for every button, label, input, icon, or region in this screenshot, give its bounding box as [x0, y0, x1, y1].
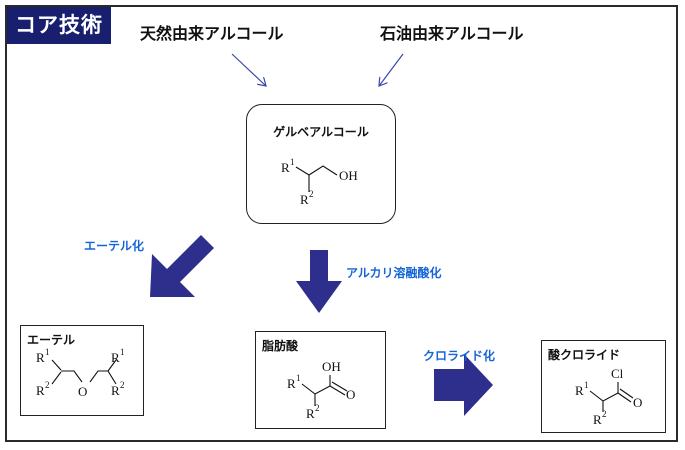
guerbet-alcohol-box: ゲルベアルコール	[246, 104, 396, 224]
ether-box: エーテル	[20, 325, 144, 416]
ether-right-bonds	[89, 359, 117, 385]
source-natural-label: 天然由来アルコール	[140, 24, 284, 43]
atom-o: O	[633, 395, 642, 410]
acid-chloride-box: 酸クロライド	[541, 340, 666, 433]
atom-r2b: R	[111, 383, 120, 398]
atom-r2: R	[593, 412, 602, 427]
atom-r2b-sup: 2	[120, 380, 125, 390]
atom-r1-sup: 1	[290, 157, 295, 167]
atom-r2-sup: 2	[309, 189, 314, 199]
etherification-arrow	[150, 235, 214, 297]
bond-chain	[589, 390, 619, 412]
bond-r1	[295, 166, 310, 176]
etherification-label: エーテル化	[84, 239, 145, 253]
chloride-arrow	[434, 354, 493, 416]
fatty-acid-box: 脂肪酸	[255, 331, 386, 429]
atom-r1: R	[575, 383, 584, 398]
atom-r2-sup: 2	[602, 409, 607, 419]
atom-r2a: R	[36, 383, 45, 398]
atom-r1b-sup: 1	[120, 347, 125, 357]
bond-chain	[301, 383, 331, 406]
atom-r2: R	[306, 406, 315, 421]
atom-oh: OH	[339, 168, 358, 183]
atom-r1-sup: 1	[296, 373, 301, 383]
atom-r1: R	[287, 376, 296, 391]
arrow-petroleum-to-guerbet	[379, 53, 404, 86]
bond-c-o-double	[329, 381, 348, 396]
bond-chain	[308, 165, 338, 176]
acid-chloride-title: 酸クロライド	[548, 348, 621, 362]
atom-r1-sup: 1	[584, 380, 589, 390]
source-petroleum-label: 石油由来アルコール	[380, 24, 524, 43]
chloride-label: クロライド化	[423, 349, 496, 363]
core-tech-tag: コア技術	[7, 7, 111, 44]
alkali-fusion-label: アルカリ溶融酸化	[346, 266, 442, 280]
ether-title: エーテル	[27, 333, 76, 347]
atom-r2a-sup: 2	[45, 380, 50, 390]
atom-o: O	[78, 384, 87, 399]
atom-oh: OH	[322, 359, 341, 374]
atom-r2: R	[300, 192, 309, 207]
atom-o: O	[346, 387, 355, 402]
atom-r1b: R	[111, 350, 120, 365]
atom-r1a-sup: 1	[45, 347, 50, 357]
atom-r1: R	[281, 160, 290, 175]
arrow-natural-to-guerbet	[231, 53, 266, 86]
atom-r2-sup: 2	[315, 403, 320, 413]
atom-cl: Cl	[611, 366, 624, 381]
diagram-frame	[5, 5, 678, 442]
guerbet-alcohol-title: ゲルベアルコール	[273, 125, 369, 139]
bond-c-o-double	[617, 388, 634, 403]
fatty-acid-title: 脂肪酸	[262, 339, 299, 353]
ether-left-bonds	[51, 359, 83, 385]
alkali-fusion-arrow	[296, 250, 342, 313]
atom-r1a: R	[36, 350, 45, 365]
